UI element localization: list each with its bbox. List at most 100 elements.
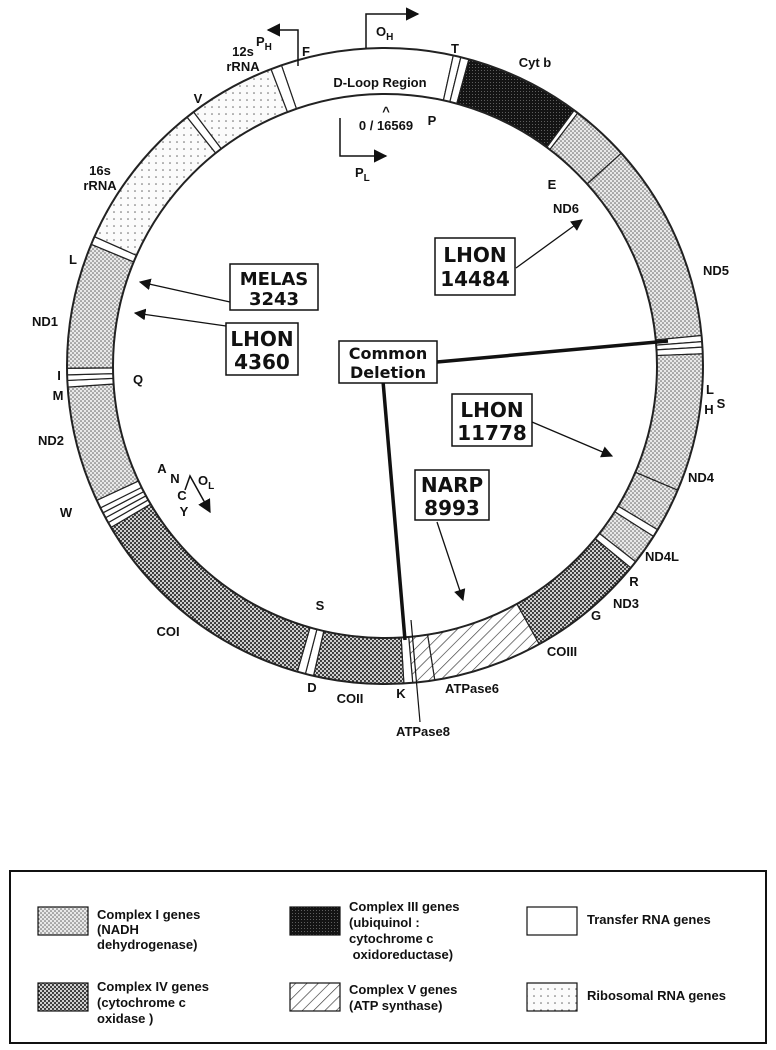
- trna-label-s2: S: [717, 396, 726, 411]
- trna-label-v: V: [194, 91, 203, 106]
- gene-label-nd5: ND5: [703, 263, 729, 278]
- ph-sub: H: [265, 42, 272, 53]
- trna-label-w: W: [60, 505, 73, 520]
- gene-label-cytb: Cyt b: [519, 55, 552, 70]
- trna-label-t: T: [451, 41, 459, 56]
- atpase8-leader-line: [410, 619, 421, 723]
- svg-text:OH: OH: [376, 24, 393, 43]
- lhon4360-arrow: [133, 308, 227, 327]
- pl-sub: L: [364, 173, 370, 184]
- gene-label-coii: COII: [337, 691, 364, 706]
- ring-segment-nd2: [67, 383, 140, 502]
- gene-label-nd2: ND2: [38, 433, 64, 448]
- origin-position: 0 / 16569: [359, 118, 413, 133]
- gene-label-nd3: ND3: [613, 596, 639, 611]
- pl-main: P: [355, 165, 364, 180]
- trna-label-l1: L: [69, 252, 77, 267]
- svg-text:OL: OL: [198, 473, 214, 492]
- lhon11778-arrow: [531, 421, 614, 458]
- trna-label-c: C: [177, 488, 187, 503]
- oh-main: O: [376, 24, 386, 39]
- origin-marker: ^: [382, 104, 390, 119]
- oh-arrow: OH: [365, 7, 420, 48]
- trna-label-l2: L: [706, 382, 714, 397]
- legend-swatch-complex3: [289, 906, 341, 936]
- gene-label-nd4: ND4: [688, 470, 715, 485]
- trna-label-e: E: [548, 177, 557, 192]
- ring-segment-coiii: [516, 537, 632, 645]
- legend-text-rrna: Ribosomal RNA genes: [587, 988, 726, 1003]
- trna-label-g: G: [591, 608, 601, 623]
- trna-label-s1: S: [316, 598, 325, 613]
- legend-text-complex5: Complex V genes(ATP synthase): [349, 982, 457, 1013]
- svg-text:PH: PH: [256, 34, 272, 53]
- genome-ring: [66, 47, 704, 685]
- pl-arrow: PL: [339, 118, 388, 184]
- legend-swatch-rrna: [526, 982, 578, 1012]
- legend-swatch-complex5: [289, 982, 341, 1012]
- gene-label-atpase8: ATPase8: [396, 724, 450, 739]
- narp8993-arrow: [436, 521, 466, 602]
- ring-segment-nd1: [66, 243, 135, 369]
- lhon14484-arrow: [515, 219, 583, 269]
- gene-label-coiii: COIII: [547, 644, 577, 659]
- ol-sub: L: [208, 481, 214, 492]
- common-deletion-line-right: [436, 339, 669, 364]
- ring-segment-coii: [312, 630, 405, 685]
- ph-main: P: [256, 34, 265, 49]
- ring-segment-trna-i: [66, 367, 114, 376]
- trna-label-f: F: [302, 44, 310, 59]
- melas3243-arrow: [138, 278, 231, 303]
- trna-label-m: M: [53, 388, 64, 403]
- trna-label-y: Y: [180, 504, 189, 519]
- legend-swatch-complex1: [37, 906, 89, 936]
- ol-main: O: [198, 473, 208, 488]
- legend-text-complex3: Complex III genes(ubiquinol :cytochrome …: [349, 899, 460, 962]
- trna-label-r: R: [629, 574, 639, 589]
- trna-label-p: P: [428, 113, 437, 128]
- legend-frame: [9, 870, 767, 1044]
- trna-label-k: K: [396, 686, 406, 701]
- gene-label-coi: COI: [156, 624, 179, 639]
- trna-label-d: D: [307, 680, 316, 695]
- trna-label-a: A: [157, 461, 167, 476]
- ph-arrow: PH: [256, 23, 299, 66]
- ring-segment-coi: [110, 503, 311, 673]
- legend-swatch-trna: [526, 906, 578, 936]
- legend-text-trna: Transfer RNA genes: [587, 912, 711, 927]
- ring-outer-edge: [66, 47, 704, 685]
- gene-label-atpase6: ATPase6: [445, 681, 499, 696]
- gene-label-nd6: ND6: [553, 201, 579, 216]
- ring-inner-edge: [112, 93, 658, 639]
- legend-swatch-complex4: [37, 982, 89, 1012]
- trna-label-h: H: [704, 402, 713, 417]
- trna-label-i: I: [57, 368, 61, 383]
- oh-sub: H: [386, 32, 393, 43]
- trna-label-q: Q: [133, 372, 143, 387]
- gene-label-nd4l: ND4L: [645, 549, 679, 564]
- trna-label-n: N: [170, 471, 179, 486]
- ol-arrow: OL: [184, 473, 214, 514]
- dloop-label: D-Loop Region: [333, 75, 426, 90]
- gene-label-nd1: ND1: [32, 314, 58, 329]
- svg-text:PL: PL: [355, 165, 370, 184]
- common-deletion-line-down: [381, 380, 407, 641]
